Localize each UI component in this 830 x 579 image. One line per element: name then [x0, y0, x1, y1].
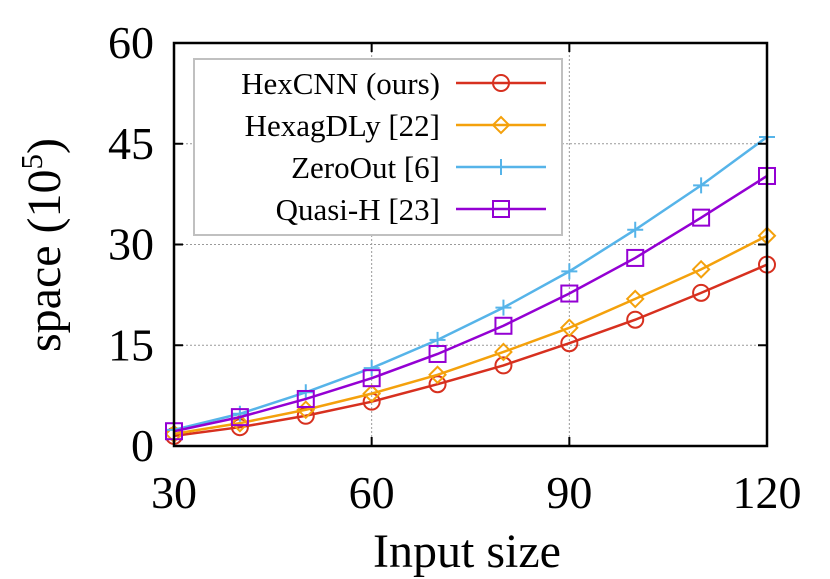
- x-tick-labels: 30 60 90 120: [151, 467, 802, 518]
- x-tick-label: 120: [733, 467, 802, 518]
- diamond-marker: [362, 384, 382, 404]
- diamond-marker: [691, 259, 711, 279]
- diamond-marker: [559, 318, 579, 338]
- square-marker: [362, 369, 381, 388]
- plus-marker: [627, 221, 644, 238]
- legend-box: [193, 58, 563, 236]
- x-tick-label: 60: [349, 467, 395, 518]
- y-tick-labels: 0 15 30 45 60: [108, 17, 154, 471]
- x-tick-label: 90: [546, 467, 592, 518]
- square-marker: [626, 248, 645, 267]
- square-marker: [428, 344, 447, 363]
- y-tick-label: 45: [108, 118, 154, 169]
- series-line: [173, 174, 768, 433]
- y-tick-label: 15: [108, 319, 154, 370]
- series-line: [173, 234, 768, 436]
- series-circle: [165, 255, 776, 445]
- y-tick-label: 60: [108, 17, 154, 68]
- plus-marker: [493, 159, 509, 175]
- y-tick-label: 0: [131, 420, 154, 471]
- square-marker: [560, 284, 579, 303]
- y-axis-title-group: space (105): [14, 138, 71, 352]
- legend: HexCNN (ours) HexagDLy [22] ZeroOut [6] Qua…: [193, 58, 563, 236]
- legend-label: HexagDLy [22]: [245, 108, 440, 143]
- square-marker: [494, 316, 513, 335]
- plus-marker: [561, 263, 578, 280]
- y-axis-title-exponent: 5: [14, 154, 49, 170]
- legend-label: ZeroOut [6]: [291, 150, 440, 185]
- plus-marker: [297, 384, 314, 401]
- plus-marker: [495, 299, 512, 316]
- square-marker: [692, 208, 711, 227]
- diamond-marker: [494, 342, 513, 362]
- circle-marker: [494, 356, 513, 375]
- diamond-marker: [230, 413, 250, 433]
- y-axis-title: space (105): [14, 138, 71, 352]
- series-line: [173, 136, 768, 432]
- diamond-marker: [625, 289, 645, 309]
- diamond-marker: [491, 115, 511, 135]
- plus-marker: [363, 360, 380, 377]
- series-line: [173, 263, 768, 438]
- square-marker: [492, 200, 510, 218]
- y-tick-label: 30: [108, 219, 154, 270]
- x-axis-title: Input size: [373, 525, 561, 578]
- legend-label: Quasi-H [23]: [276, 192, 440, 227]
- diamond-marker: [428, 365, 447, 385]
- series-layer: [164, 129, 777, 445]
- axis-ticks: [173, 42, 768, 447]
- y-axis-title-close: ): [18, 138, 71, 154]
- square-marker: [296, 389, 315, 408]
- square-marker: [230, 408, 249, 427]
- circle-marker: [428, 375, 447, 394]
- x-tick-label: 30: [151, 467, 197, 518]
- circle-marker: [692, 283, 711, 302]
- series-diamond: [164, 226, 777, 444]
- legend-label: HexCNN (ours): [241, 66, 440, 101]
- circle-marker: [626, 310, 645, 329]
- circle-marker: [492, 74, 510, 92]
- y-axis-title-main: space (10: [18, 169, 71, 352]
- series-square: [165, 166, 776, 441]
- plus-marker: [693, 177, 710, 194]
